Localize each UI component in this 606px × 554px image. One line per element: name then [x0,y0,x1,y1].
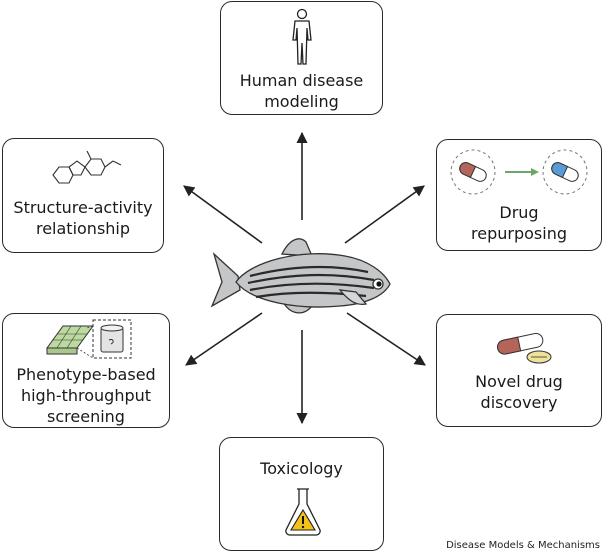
capsule-swap-icon [450,149,588,195]
node-drug-repurposing: Drug repurposing [436,139,602,251]
arrow-to-drug-repurposing [344,185,425,244]
label-line: discovery [480,393,558,412]
label-line: modeling [264,92,339,111]
node-label: Toxicology [220,458,383,479]
label-line: Novel drug [475,372,563,391]
human-figure-icon [292,8,312,65]
node-phenotype: Phenotype-based high-throughput screenin… [2,313,170,428]
label-line: Toxicology [260,459,343,478]
label-line: Human disease [239,71,364,90]
arrow-to-sar [183,185,263,244]
warning-flask-icon [285,488,321,536]
label-line: Drug [499,203,539,222]
node-toxicology: Toxicology [219,437,384,551]
pills-icon [497,332,552,364]
node-label: Phenotype-based high-throughput screenin… [3,364,169,427]
well-plate-icon [46,319,132,359]
node-sar: Structure-activity relationship [2,138,164,253]
arrow-to-phenotype [185,312,263,366]
node-label: Drug repurposing [437,202,601,244]
node-label: Novel drug discovery [437,371,601,413]
label-line: high-throughput [20,386,152,405]
node-label: Human disease modeling [221,70,382,112]
label-line: screening [47,407,125,426]
arrows [183,131,426,425]
node-novel-drug: Novel drug discovery [436,314,602,427]
node-human-disease: Human disease modeling [220,1,383,115]
chemical-structure-icon [52,150,122,184]
label-line: Phenotype-based [16,365,156,384]
label-line: repurposing [471,224,567,243]
node-label: Structure-activity relationship [3,197,163,239]
label-line: Structure-activity [13,198,153,217]
label-line: relationship [35,219,131,238]
zebrafish-icon [210,238,391,314]
journal-credit: Disease Models & Mechanisms [446,540,600,551]
arrow-to-novel-drug [346,312,426,366]
